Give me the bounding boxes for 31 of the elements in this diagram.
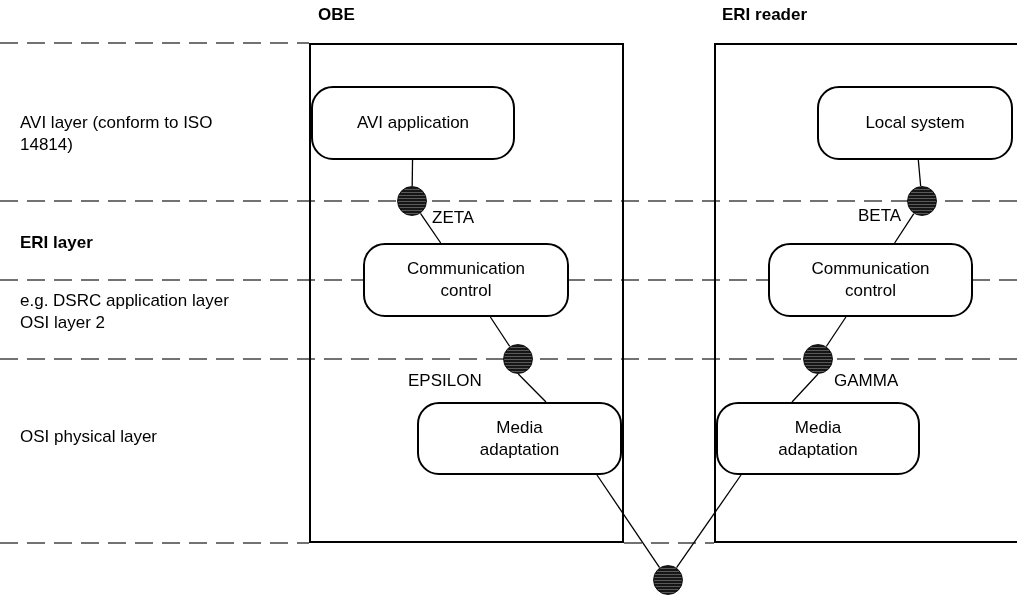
interface-point: [907, 186, 937, 216]
process-box: AVI application: [311, 86, 515, 160]
device-heading: OBE: [318, 5, 355, 25]
connector-line: [489, 316, 511, 348]
connector-line: [893, 212, 915, 244]
connector-line: [675, 474, 742, 569]
interface-label: ZETA: [432, 207, 475, 229]
process-box: Communication control: [363, 243, 569, 317]
process-box: Communication control: [768, 243, 973, 317]
layer-label: e.g. DSRC application layer OSI layer 2: [20, 290, 230, 334]
interface-point: [803, 344, 833, 374]
layer-label: ERI layer: [20, 232, 94, 254]
process-box: Local system: [817, 86, 1013, 160]
layer-label: OSI physical layer: [20, 426, 158, 448]
interface-label: GAMMA: [834, 370, 899, 392]
process-box: Media adaptation: [716, 402, 920, 475]
connector-line: [791, 373, 819, 403]
connector-line: [517, 373, 547, 403]
interface-label: EPSILON: [408, 370, 482, 392]
connector-line: [411, 159, 414, 187]
interface-label: BETA: [858, 205, 902, 227]
process-box: Media adaptation: [417, 402, 622, 475]
connector-line: [419, 212, 442, 244]
interface-point: [653, 565, 683, 595]
connector-line: [917, 159, 922, 187]
device-heading: ERI reader: [722, 5, 808, 25]
connector-line: [596, 474, 661, 569]
layer-label: AVI layer (conform to ISO 14814): [20, 112, 214, 156]
connector-line: [825, 316, 847, 348]
interface-point: [503, 344, 533, 374]
interface-point: [397, 186, 427, 216]
